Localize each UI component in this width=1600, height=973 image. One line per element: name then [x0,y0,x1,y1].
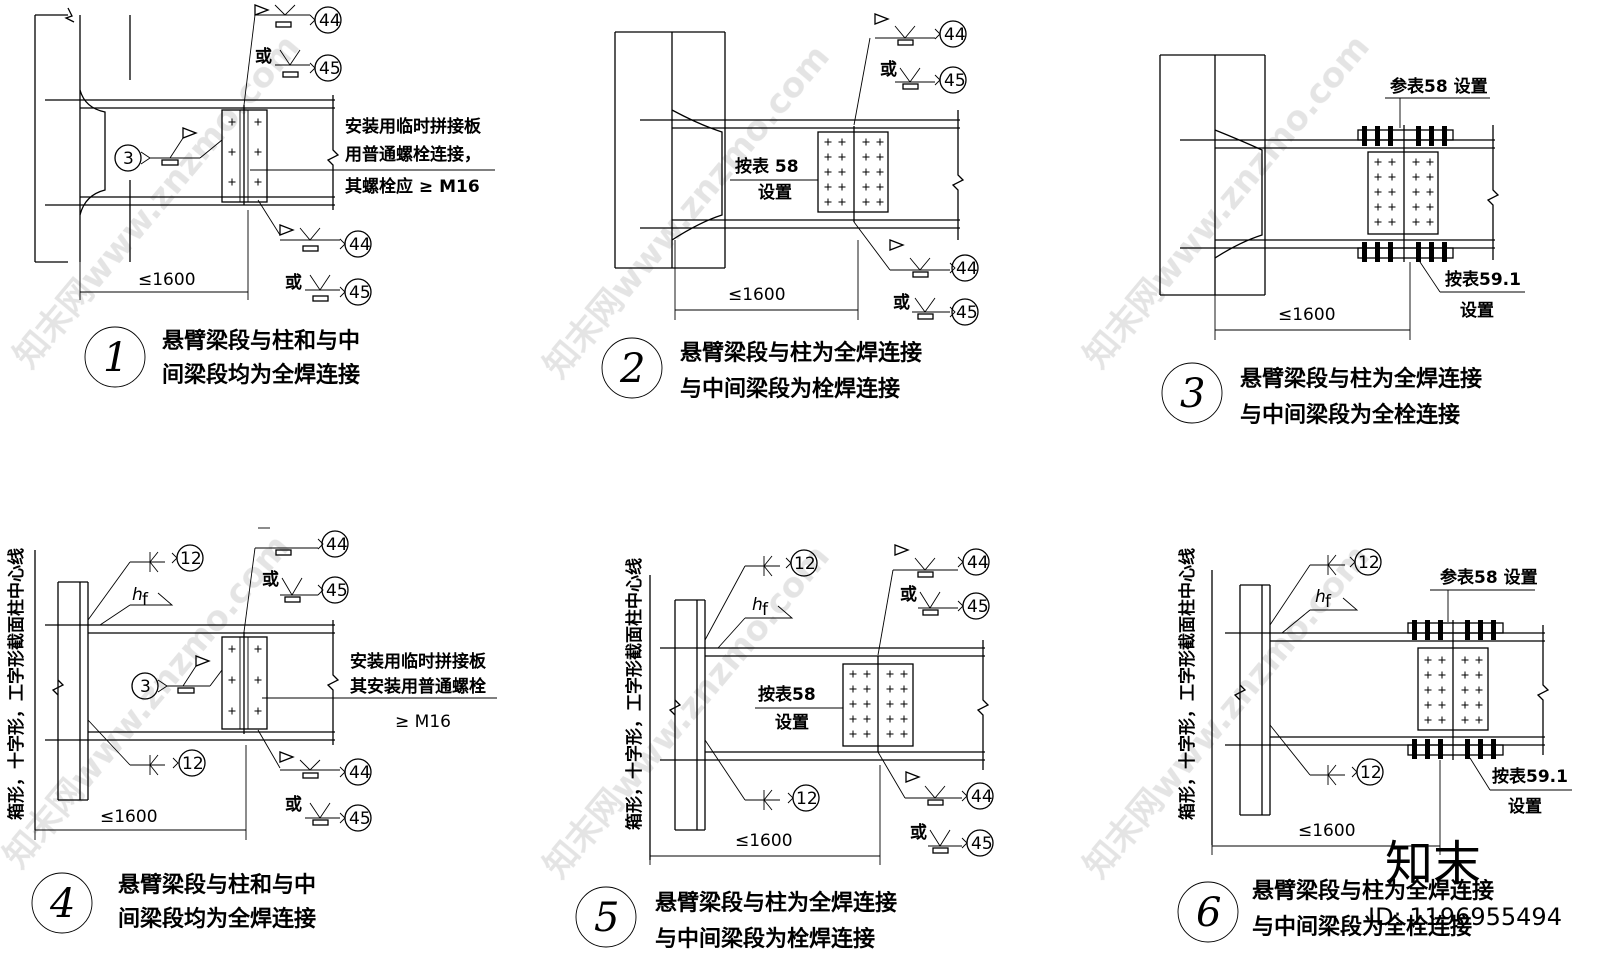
hf-label: h [1315,587,1326,607]
or-label: 或 [893,292,910,313]
detail-number: 1 [103,335,128,381]
note-line: 安装用临时拼接板 [345,116,482,137]
hf-label: h [752,595,763,615]
brand-watermark: 知末 ID: 1196955494 [1368,836,1562,931]
note-line: 安装用临时拼接板 [350,651,487,672]
note-line: 按表59.1 [1445,269,1521,290]
weld-ref: 45 [349,809,371,829]
weld-ref: 12 [1358,553,1380,573]
weld-ref: 45 [971,834,993,854]
dimension-label: ≤1600 [1298,821,1356,841]
detail-number: 2 [619,346,645,392]
weld-ref: 44 [956,259,978,279]
weld-ref: 45 [349,283,371,303]
dimension-label: ≤1600 [1278,305,1336,325]
note-line: 参表58 设置 [1390,76,1488,97]
watermark-text: 知末网www.znzmo.com [536,537,838,886]
detail-number: 3 [1180,371,1205,417]
hf-sub: f [142,590,149,610]
detail-caption: 与中间梁段为全栓连接 [1240,402,1460,428]
side-label: 箱形，十字形，工字形截面柱中心线 [624,558,645,830]
detail-number: 5 [594,895,619,941]
dimension-label: ≤1600 [138,270,196,290]
note-line: 其螺栓应 ≥ M16 [345,176,480,197]
hf-label: h [132,585,143,605]
weld-ref: 12 [180,549,202,569]
weld-ref: 44 [349,235,371,255]
weld-ref: 3 [123,149,134,169]
watermark-text: 知末网www.znzmo.com [536,37,838,386]
detail-caption: 与中间梁段为栓焊连接 [655,926,875,952]
weld-ref: 44 [349,763,371,783]
dimension-label: ≤1600 [735,831,793,851]
or-label: 或 [910,822,927,843]
note-line: 设置 [1460,301,1494,321]
detail-caption: 悬臂梁段与柱为全焊连接 [1240,366,1482,392]
dimension-label: ≤1600 [728,285,786,305]
or-label: 或 [255,46,272,67]
weld-ref: 45 [944,71,966,91]
side-label: 箱形，十字形，工字形截面柱中心线 [6,548,27,820]
brand-logo-text: 知末 [1385,836,1481,892]
detail-caption: 悬臂梁段与柱和与中 [118,872,316,898]
weld-ref: 45 [967,597,989,617]
weld-ref: 44 [944,25,966,45]
bolt-group [228,645,262,715]
weld-ref: 44 [971,787,993,807]
weld-ref: 44 [319,11,341,31]
or-label: 或 [285,794,302,815]
flange-bolts [1362,126,1447,262]
weld-ref: 44 [967,553,989,573]
detail-2: ≤1600 44 或 45 44 或 45 按表 58 [601,13,979,402]
or-label: 或 [262,569,279,590]
side-label: 箱形，十字形，工字形截面柱中心线 [1177,548,1198,820]
detail-caption: 与中间梁段为全栓连接 [1252,914,1472,940]
weld-ref: 44 [326,535,348,555]
note-line: 按表58 [758,684,816,705]
detail-caption: 与中间梁段为栓焊连接 [680,376,900,402]
detail-caption: 悬臂梁段与柱为全焊连接 [655,890,897,916]
note-line: 设置 [758,183,792,203]
weld-ref: 12 [182,754,204,774]
detail-caption: 间梁段均为全焊连接 [118,906,316,932]
detail-caption: 悬臂梁段与柱为全焊连接 [680,340,922,366]
note-line: 设置 [1508,797,1542,817]
detail-caption: 悬臂梁段与柱和与中 [162,328,360,354]
weld-ref: 45 [956,303,978,323]
note-line: ≥ M16 [395,712,451,732]
weld-ref: 45 [319,59,341,79]
weld-ref: 12 [796,789,818,809]
note-line: 按表 58 [735,156,799,177]
detail-3: ≤1600 参表58 设置 按表59.1 设置 3 悬臂梁段与柱为全焊连接 与中… [1159,54,1525,428]
hf-sub: f [1325,592,1332,612]
detail-1: ≤1600 44 或 45 3 44 或 [34,4,495,388]
note-line: 用普通螺栓连接， [345,144,481,165]
detail-6: 箱形，十字形，工字形截面柱中心线 ≤ [1177,548,1572,943]
flange-bolts [1412,620,1496,759]
watermark-layer: 知末网www.znzmo.com 知末网www.znzmo.com 知末网www… [0,27,1378,886]
weld-ref: 12 [1360,763,1382,783]
dimension-label: ≤1600 [100,807,158,827]
note-line: 其安装用普通螺栓 [350,676,486,697]
note-line: 按表59.1 [1492,766,1568,787]
weld-ref: 45 [326,581,348,601]
detail-caption: 悬臂梁段与柱为全焊连接 [1252,878,1494,904]
note-line: 参表58 设置 [1440,567,1538,588]
or-label: 或 [900,584,917,605]
detail-4: 箱形，十字形，工字形截面柱中心线 ≤1600 12 h f [6,527,497,934]
detail-number: 4 [49,881,75,927]
or-label: 或 [285,272,302,293]
detail-number: 6 [1196,890,1221,936]
weld-ref: 12 [794,554,816,574]
note-line: 设置 [775,713,809,733]
detail-caption: 间梁段均为全焊连接 [162,362,360,388]
weld-ref: 3 [140,677,151,697]
image-id: ID: 1196955494 [1368,903,1562,931]
or-label: 或 [880,59,897,80]
hf-sub: f [762,600,769,620]
detail-5: 箱形，十字形，工字形截面柱中心线 ≤1600 12 [575,544,994,952]
